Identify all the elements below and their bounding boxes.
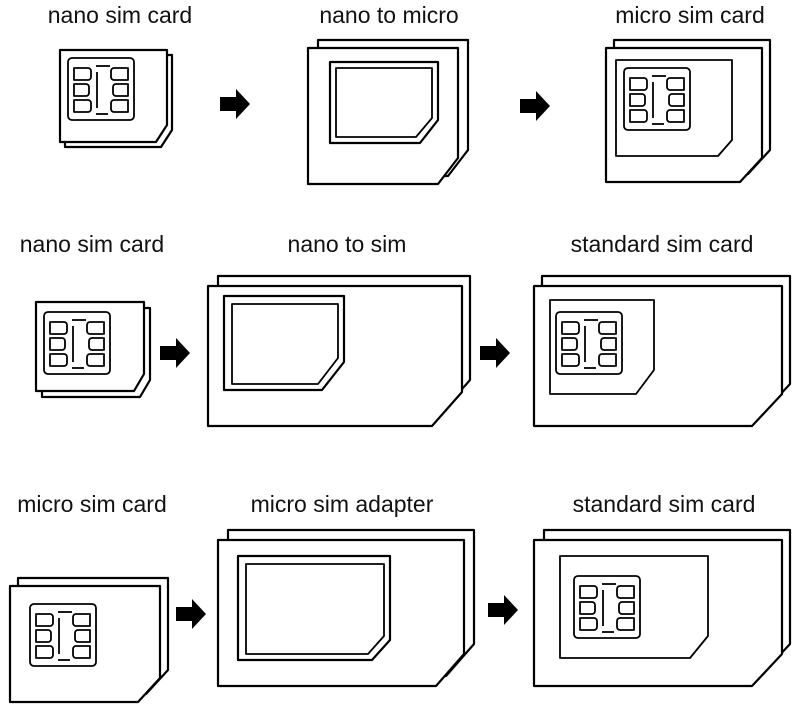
label-row3-micro-sim-card: micro sim card xyxy=(17,491,167,517)
label-row2-nano-sim-card: nano sim card xyxy=(19,231,165,257)
right-arrow-icon xyxy=(220,89,250,119)
label-row3-micro-sim-adapter: micro sim adapter xyxy=(250,491,434,517)
row2-nano-to-sim-adapter xyxy=(206,274,472,428)
row2-standard-sim-card xyxy=(532,274,792,428)
label-row1-micro-sim-card: micro sim card xyxy=(615,2,765,28)
right-arrow-icon xyxy=(488,595,518,625)
label-row1-nano-sim-card: nano sim card xyxy=(47,2,193,28)
right-arrow-icon xyxy=(176,599,206,629)
label-row1-nano-to-micro: nano to micro xyxy=(319,2,459,28)
label-row2-standard-sim-card: standard sim card xyxy=(570,231,754,257)
right-arrow-icon xyxy=(520,91,550,121)
row1-micro-sim-card xyxy=(604,38,772,184)
label-row2-nano-to-sim: nano to sim xyxy=(287,231,407,257)
row1-nano-to-micro-adapter xyxy=(306,38,470,186)
row1-nano-sim-card xyxy=(58,48,174,149)
row3-micro-sim-adapter xyxy=(216,528,476,688)
row2-nano-sim-card xyxy=(34,300,152,399)
row3-standard-sim-card xyxy=(532,528,792,688)
right-arrow-icon xyxy=(480,338,510,368)
right-arrow-icon xyxy=(160,338,190,368)
label-row3-standard-sim-card: standard sim card xyxy=(572,491,756,517)
row3-micro-sim-card xyxy=(8,576,170,704)
